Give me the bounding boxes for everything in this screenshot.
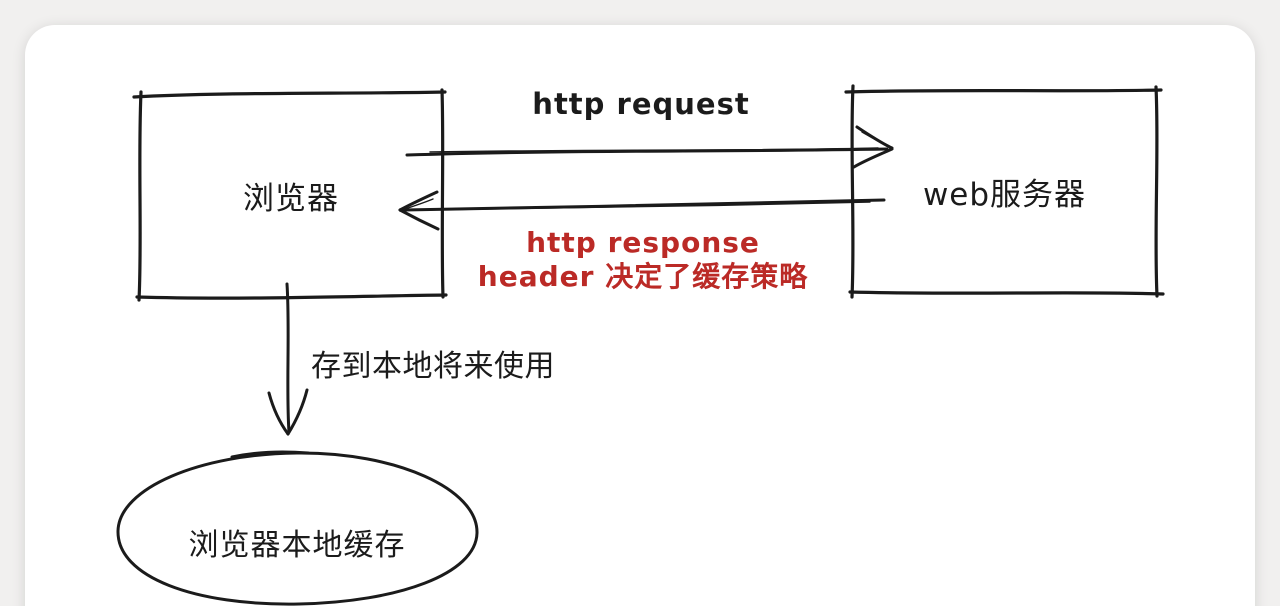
response-arrow xyxy=(398,190,886,231)
browser-node-label: 浏览器 xyxy=(243,180,339,217)
sketch-stroke xyxy=(1154,85,1159,298)
sketch-stroke xyxy=(116,451,479,606)
arrow-line xyxy=(405,147,889,157)
web-server-box-shape xyxy=(844,84,1165,299)
arrowhead-left xyxy=(398,190,439,212)
arrow-line xyxy=(285,282,291,434)
sketch-stroke-overlap xyxy=(230,450,310,459)
sketch-stroke xyxy=(132,90,447,99)
save-local-edge-label: 存到本地将来使用 xyxy=(311,349,555,384)
http-response-line1: http response xyxy=(526,226,760,259)
sketch-stroke xyxy=(135,293,448,300)
request-arrow xyxy=(405,125,894,169)
whiteboard-card xyxy=(25,25,1255,606)
arrowhead-down xyxy=(286,388,309,436)
sketch-stroke xyxy=(137,90,143,302)
web-server-node-label: web服务器 xyxy=(922,177,1087,213)
http-response-line2: header 决定了缓存策略 xyxy=(477,260,809,293)
arrowhead-right xyxy=(852,147,894,169)
arrowhead-left xyxy=(398,208,440,231)
arrow-line-double xyxy=(429,147,879,153)
arrowhead-double xyxy=(861,131,891,149)
local-cache-ellipse-shape xyxy=(116,450,479,606)
http-request-edge-label: http request xyxy=(532,87,750,121)
arrowhead-down xyxy=(267,391,290,436)
http-response-edge-label: http response header 决定了缓存策略 xyxy=(468,226,818,294)
arrowhead-double xyxy=(402,198,434,211)
browser-box-shape xyxy=(132,88,448,302)
arrow-line-double xyxy=(419,201,871,211)
local-cache-node-label: 浏览器本地缓存 xyxy=(188,528,406,563)
save-arrow xyxy=(267,282,309,436)
sketch-stroke xyxy=(440,88,445,299)
sketch-stroke xyxy=(844,88,1163,94)
sketch-stroke xyxy=(850,84,855,299)
sketch-stroke xyxy=(848,290,1165,296)
